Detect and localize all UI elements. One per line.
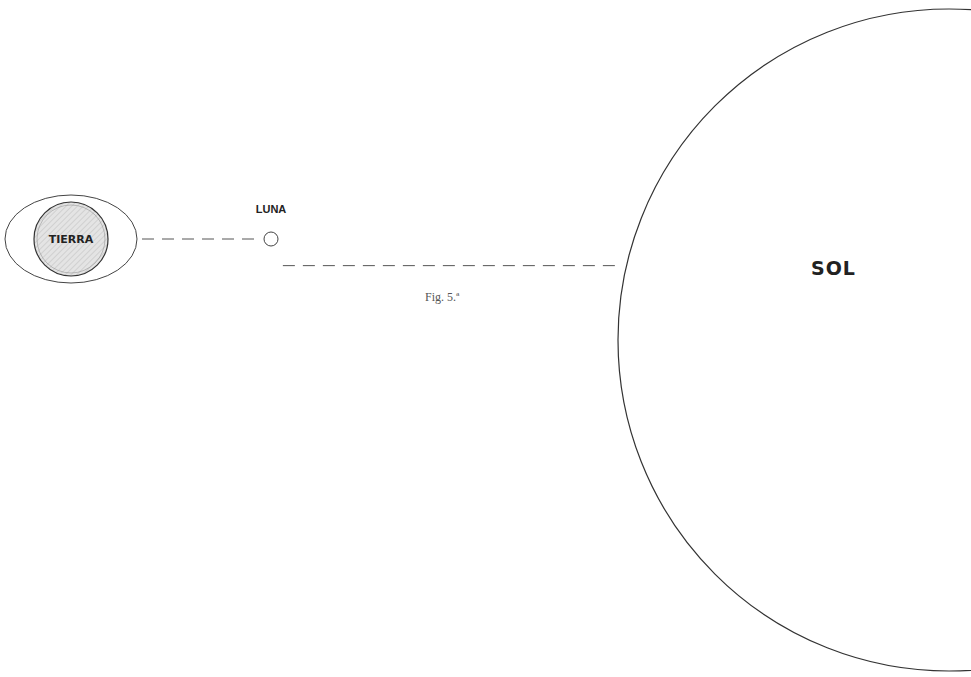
moon-figure: LUNA (241, 203, 301, 249)
sun-outline (617, 8, 971, 672)
figure-caption: Fig. 5.ª (425, 290, 459, 305)
alignment-line (283, 265, 617, 266)
alignment-line (142, 239, 259, 240)
node-label: TIERRA (49, 233, 94, 246)
sun-figure: SOL (617, 8, 971, 672)
earth-figure: TIERRA (4, 194, 138, 284)
node-label: SOL (811, 257, 856, 279)
node-label: LUNA (256, 203, 287, 215)
